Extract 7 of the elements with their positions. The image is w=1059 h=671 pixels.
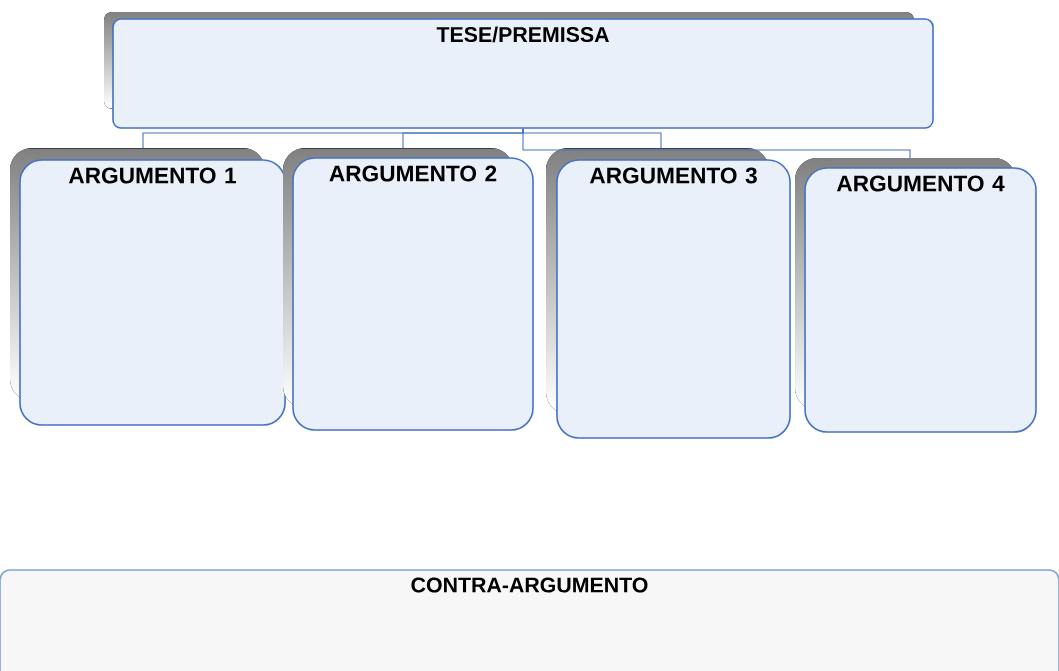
counter-argument-box: CONTRA-ARGUMENTO <box>0 569 1059 671</box>
argument-box: ARGUMENTO 2 <box>283 148 534 431</box>
argument-box: ARGUMENTO 3 <box>546 148 791 439</box>
thesis-box: TESE/PREMISSA <box>104 12 934 129</box>
connector <box>522 128 911 159</box>
argument-box: ARGUMENTO 4 <box>795 158 1037 433</box>
argument-box: ARGUMENTO 1 <box>10 148 286 426</box>
